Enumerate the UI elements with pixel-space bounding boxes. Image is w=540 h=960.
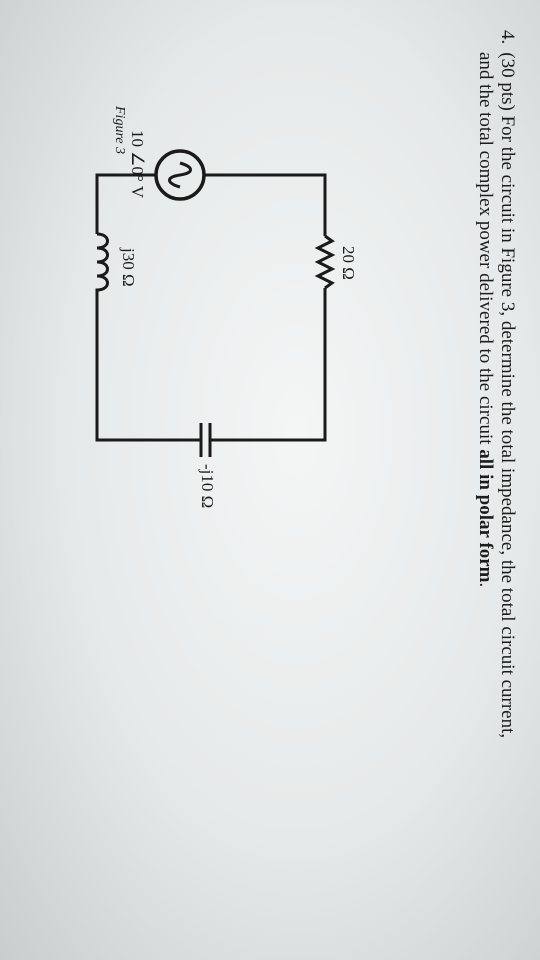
resistor-label: 20 Ω — [339, 246, 358, 280]
resistor-20-ohm — [314, 234, 336, 290]
wire-top-left — [205, 173, 327, 236]
ac-source-sine — [168, 161, 192, 189]
wire-top-right — [210, 288, 327, 442]
wire-bottom-left — [95, 173, 155, 234]
ac-source — [154, 149, 206, 201]
inductor-j30-ohm — [95, 232, 109, 300]
source-label: 10 ∠0° V — [128, 130, 147, 199]
inductor-label: j30 Ω — [119, 248, 138, 287]
figure-caption: Figure 3 — [112, 106, 127, 155]
wire-right-bottom — [95, 300, 201, 442]
capacitor-label: -j10 Ω — [198, 464, 217, 509]
